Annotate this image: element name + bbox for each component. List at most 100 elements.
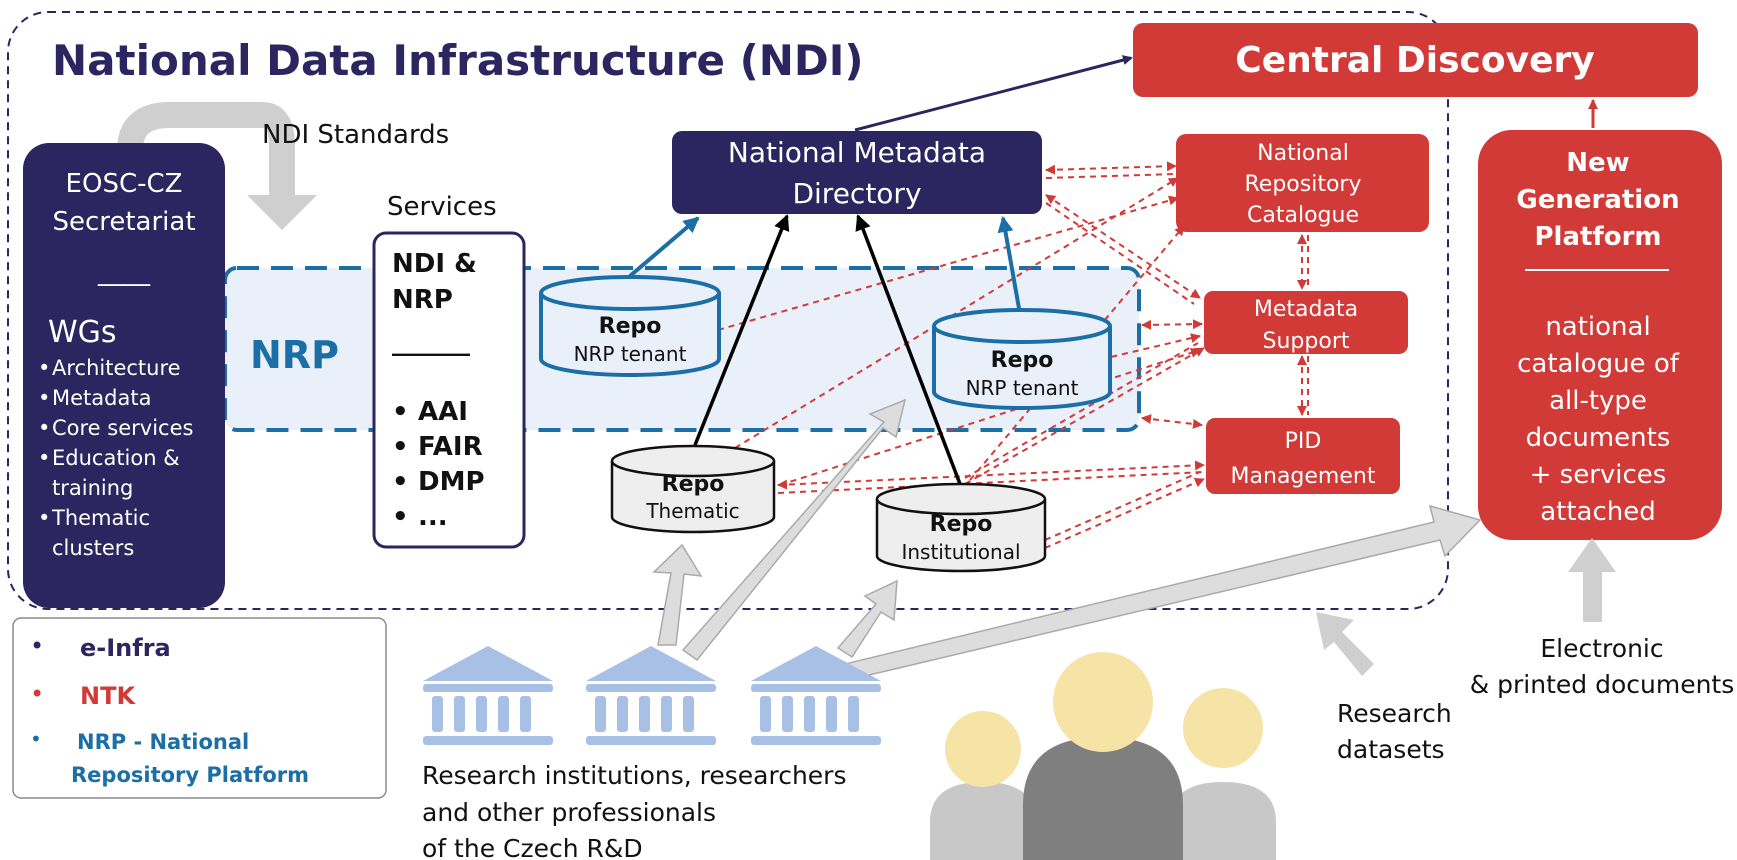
ngp-body-6: attached [1540,497,1656,527]
eosc-title-line1: EOSC-CZ [66,169,183,199]
wg-item: Education & [52,446,180,470]
ngp-body-3: all-type [1549,386,1647,416]
ngp-title-1: New [1566,148,1629,178]
repo-nrp1-title: Repo [599,314,662,339]
legend-bullet-einfra: • [30,632,44,660]
repo-thematic-title: Repo [662,472,725,497]
repo-nrp2-sub: NRP tenant [966,376,1079,400]
central-discovery-label: Central Discovery [1235,40,1594,81]
services-line1: NDI & [392,249,477,279]
arrow-to-nrp-tenant [681,398,907,662]
nrp-tenant2-to-nmd-arrow [997,216,1022,315]
services-list: • AAI • FAIR • DMP • ... [392,397,485,532]
wg-item: Metadata [52,386,151,410]
repo-thematic [610,444,776,534]
ngp-box [1478,130,1722,540]
services-heading: Services [387,192,497,222]
nrp-band-label: NRP [250,333,339,377]
eosc-wgs: WGs [48,315,117,350]
arrow-to-ngp [844,504,1482,681]
legend-ntk: NTK [80,682,136,710]
ngp-body-1: national [1545,312,1650,342]
nrp-tenant1-to-nmd-arrow [628,216,700,278]
pid-management-box [1206,418,1400,494]
ngp-title-2: Generation [1516,185,1679,215]
service-bullet: • [392,467,409,497]
service-item: DMP [418,467,485,497]
metadata-support-line2: Support [1263,329,1350,354]
nmd-line2: Directory [792,177,921,210]
repo-institutional [875,482,1047,573]
wg-item: Core services [52,416,193,440]
nrc-line3: Catalogue [1247,203,1359,228]
institution-icon [423,646,553,745]
ngp-body-4: documents [1526,423,1671,453]
service-item: ... [418,502,448,532]
services-divider: ______ [392,327,470,357]
nrc-line1: National [1257,141,1349,166]
service-item: AAI [418,397,468,427]
repo-thematic-sub: Thematic [645,499,739,523]
research-datasets-line2: datasets [1337,735,1445,764]
repo-institutional-title: Repo [930,512,993,537]
service-bullet: • [392,432,409,462]
legend-nrp-line2: Repository Platform [71,763,309,787]
wg-bullet: • [38,416,50,440]
arrow-to-institutional [836,579,898,659]
service-bullet: • [392,502,409,532]
repo-institutional-sub: Institutional [901,540,1020,564]
red-connections [717,161,1309,549]
electronic-docs-line2: & printed documents [1470,670,1735,699]
eosc-wg-list: • Architecture • Metadata • Core service… [38,356,193,560]
institution-icon [586,646,716,745]
research-institutions-line2: and other professionals [422,798,716,827]
metadata-support-line1: Metadata [1254,297,1358,322]
legend-bullet-nrp: • [30,727,42,751]
research-institutions-line3: of the Czech R&D [422,834,643,860]
wg-bullet: • [38,446,50,470]
nrc-box [1176,134,1429,232]
repo-nrp2-title: Repo [991,348,1054,373]
legend-nrp-line1: NRP - National [77,730,249,754]
wg-bullet: • [38,506,50,530]
central-discovery-box [1133,23,1698,97]
ngp-title-3: Platform [1534,222,1661,252]
ndi-frame [7,11,1449,610]
arrow-to-thematic [652,543,703,646]
eosc-divider: ____ [97,257,151,287]
ndi-standards-label: NDI Standards [262,120,449,150]
people-icon [930,652,1276,860]
eosc-secretariat-box [23,143,225,608]
repo-nrp-tenant-1 [539,275,721,377]
research-datasets-arrow [1316,612,1374,676]
thematic-to-nmd-arrow [693,214,790,446]
wg-bullet: • [38,386,50,410]
nmd-box [672,131,1042,214]
wg-item: Thematic [51,506,150,530]
legend-bullet-ntk: • [30,680,44,708]
nmd-to-central-arrow [854,55,1133,132]
pid-line2: Management [1231,464,1376,489]
repo-nrp1-sub: NRP tenant [574,342,687,366]
institution-icon [751,646,881,745]
metadata-support-box [1204,291,1408,354]
electronic-docs-line1: Electronic [1540,634,1663,663]
service-item: FAIR [418,432,483,462]
nmd-line1: National Metadata [728,136,986,169]
ngp-body-2: catalogue of [1517,349,1680,379]
research-institutions-line1: Research institutions, researchers [422,761,846,790]
legend-einfra: e-Infra [80,634,171,662]
eosc-title-line2: Secretariat [52,207,195,237]
pid-line1: PID [1285,429,1322,454]
ngp-body-5: + services [1530,460,1667,490]
nrc-line2: Repository [1245,172,1362,197]
research-datasets-line1: Research [1337,699,1452,728]
services-line2: NRP [392,285,453,315]
services-box [372,231,526,549]
wg-item: clusters [52,536,134,560]
service-bullet: • [392,397,409,427]
wg-item: Architecture [52,356,181,380]
page-title: National Data Infrastructure (NDI) [52,36,864,85]
wg-bullet: • [38,356,50,380]
